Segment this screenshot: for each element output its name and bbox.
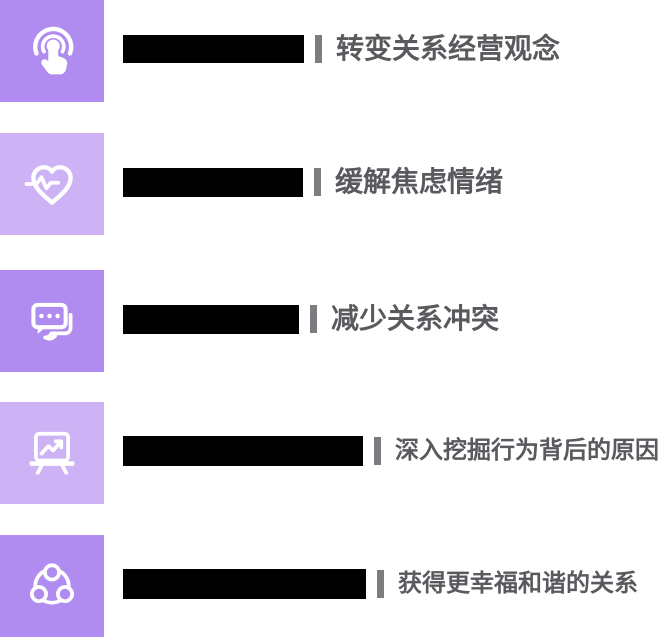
- redacted-text-bar: [123, 436, 363, 466]
- benefit-tile: [0, 535, 104, 637]
- benefit-row: 深入挖掘行为背后的原因: [0, 402, 671, 504]
- benefit-tile: [0, 133, 104, 235]
- benefit-label: 深入挖掘行为背后的原因: [395, 437, 659, 464]
- benefit-row: 转变关系经营观念: [0, 0, 671, 102]
- redacted-text-bar: [123, 35, 304, 63]
- redacted-text-bar: [123, 569, 366, 599]
- benefit-label: 减少关系冲突: [331, 303, 500, 334]
- presentation-chart-icon: [21, 422, 83, 484]
- redacted-text-bar: [123, 304, 299, 334]
- group-circles-icon: [21, 555, 83, 617]
- benefit-label: 转变关系经营观念: [336, 33, 561, 64]
- separator-bar: [314, 168, 321, 196]
- separator-bar: [377, 570, 384, 598]
- benefit-tile: [0, 402, 104, 504]
- redacted-text-bar: [123, 167, 303, 197]
- benefit-label: 缓解焦虑情绪: [335, 166, 504, 197]
- heartbeat-heart-icon: [21, 153, 83, 215]
- benefit-row: 获得更幸福和谐的关系: [0, 535, 671, 637]
- chat-bubbles-icon: [21, 290, 83, 352]
- benefit-label: 获得更幸福和谐的关系: [398, 570, 638, 597]
- separator-bar: [374, 437, 381, 465]
- benefit-row: 缓解焦虑情绪: [0, 133, 671, 235]
- tap-gesture-icon: [21, 20, 83, 82]
- separator-bar: [315, 35, 322, 63]
- benefit-tile: [0, 0, 104, 102]
- benefit-row: 减少关系冲突: [0, 270, 671, 372]
- separator-bar: [310, 305, 317, 333]
- benefit-tile: [0, 270, 104, 372]
